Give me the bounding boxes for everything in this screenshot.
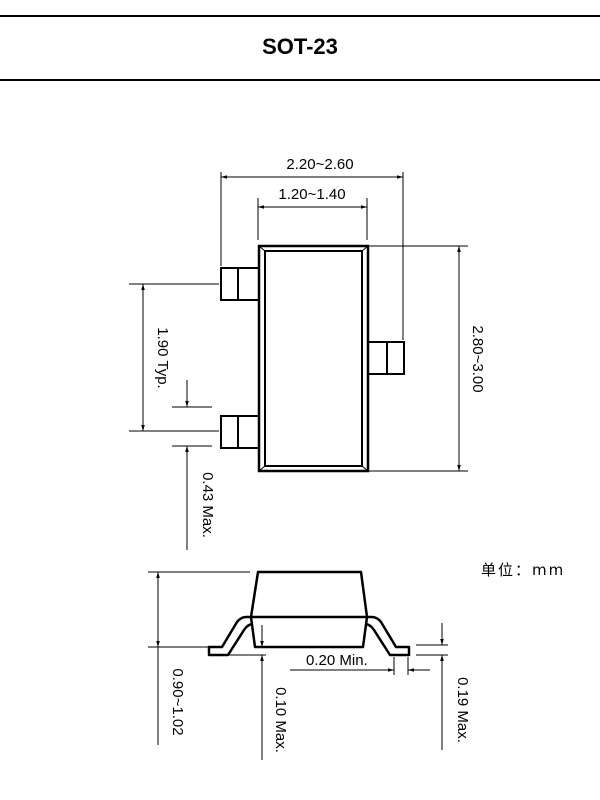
page-title: SOT-23 bbox=[262, 34, 338, 59]
dim-lead-pitch: 1.90 Typ. bbox=[154, 327, 171, 388]
dim-body-width: 1.20~1.40 bbox=[278, 186, 345, 203]
lead-left-top bbox=[220, 267, 260, 301]
side-view-lead-left bbox=[207, 615, 254, 657]
dim-foot-length: 0.20 Min. bbox=[306, 652, 368, 669]
unit-label: 单位：mm bbox=[481, 561, 566, 579]
dim-height: 0.90~1.02 bbox=[169, 668, 186, 735]
dim-body-length: 2.80~3.00 bbox=[469, 325, 486, 392]
top-view-body bbox=[257, 244, 370, 473]
side-view-lead-right bbox=[364, 615, 411, 657]
header-top-rule bbox=[0, 15, 600, 17]
dimension-lines bbox=[129, 172, 468, 550]
side-dimension-lines bbox=[148, 571, 448, 760]
dim-standoff: 0.10 Max. bbox=[272, 687, 289, 753]
header-bottom-rule bbox=[0, 79, 600, 81]
lead-right bbox=[367, 341, 405, 375]
dim-lead-width: 0.43 Max. bbox=[199, 472, 216, 538]
side-view-body bbox=[249, 570, 369, 649]
dim-overall-width: 2.20~2.60 bbox=[286, 156, 353, 173]
dim-lead-thickness: 0.19 Max. bbox=[454, 677, 471, 743]
lead-left-bottom bbox=[220, 415, 260, 449]
